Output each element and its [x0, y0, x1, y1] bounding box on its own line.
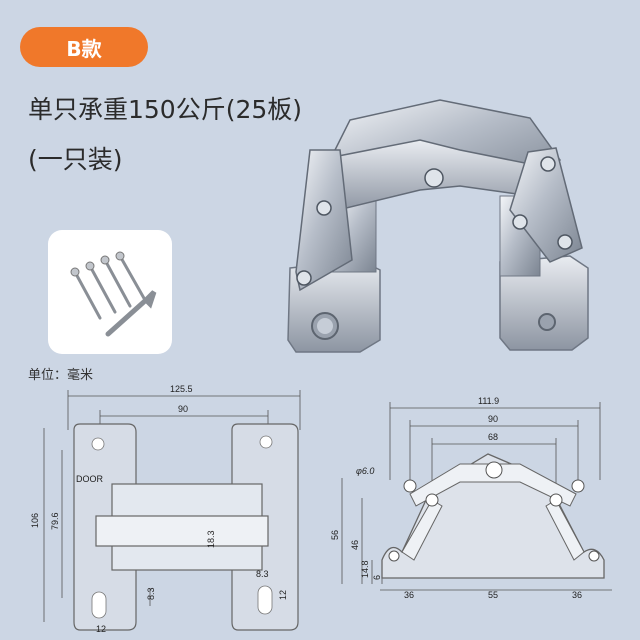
unit-label: 单位：毫米 — [28, 368, 94, 383]
svg-text:68: 68 — [488, 432, 498, 442]
svg-text:12: 12 — [96, 624, 106, 634]
svg-text:90: 90 — [488, 414, 498, 424]
svg-text:36: 36 — [572, 590, 582, 600]
svg-text:12: 12 — [278, 590, 288, 600]
svg-text:36: 36 — [404, 590, 414, 600]
pivot-screws — [296, 156, 573, 286]
svg-text:125.5: 125.5 — [170, 384, 193, 394]
wrench-icon — [105, 290, 157, 337]
svg-text:106: 106 — [30, 513, 40, 528]
svg-text:8.3: 8.3 — [256, 569, 269, 579]
door-label: DOOR — [76, 474, 104, 484]
svg-text:79.6: 79.6 — [50, 512, 60, 530]
svg-text:56: 56 — [330, 530, 340, 540]
svg-text:14.8: 14.8 — [360, 560, 370, 578]
quantity-subtitle: (一只装) — [28, 145, 123, 174]
svg-text:55: 55 — [488, 590, 498, 600]
svg-text:φ6.0: φ6.0 — [356, 466, 374, 476]
right-mount-hole — [538, 313, 556, 331]
svg-text:6: 6 — [372, 575, 382, 580]
right-base-plate — [499, 255, 589, 351]
svg-text:46: 46 — [350, 540, 360, 550]
svg-text:111.9: 111.9 — [478, 396, 499, 406]
variant-badge: B款 — [20, 27, 148, 67]
svg-text:90: 90 — [178, 404, 188, 414]
svg-text:18.3: 18.3 — [206, 530, 216, 548]
svg-text:8.3: 8.3 — [146, 587, 156, 600]
load-capacity-title: 单只承重150公斤(25板) — [28, 95, 303, 124]
